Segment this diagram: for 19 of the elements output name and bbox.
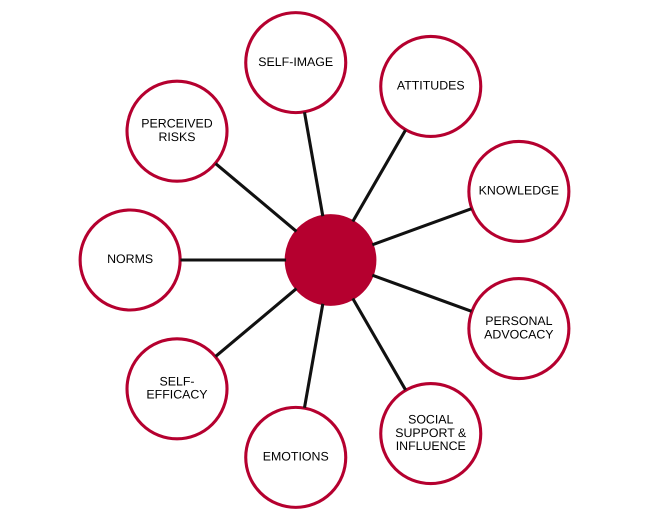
connector: [214, 287, 297, 358]
connector: [350, 129, 406, 222]
connector: [371, 207, 472, 246]
node-circle: NORMS: [78, 208, 182, 312]
node-circle: EMOTIONS: [244, 406, 347, 509]
connector: [302, 304, 324, 408]
node-circle: SOCIAL SUPPORT & INFLUENCE: [378, 382, 482, 486]
node-circle: PERSONAL ADVOCACY: [466, 277, 570, 380]
connector: [214, 162, 297, 233]
node-circle: KNOWLEDGE: [466, 140, 570, 243]
node-circle: ATTITUDES: [378, 34, 482, 138]
connector: [180, 258, 286, 262]
node-circle: SELF-IMAGE: [244, 11, 347, 114]
connector: [302, 112, 324, 216]
connector: [350, 298, 406, 391]
node-circle: PERCEIVED RISKS: [124, 80, 228, 183]
connector: [371, 274, 472, 313]
node-circle: [284, 214, 376, 306]
node-circle: SELF-EFFICACY: [124, 337, 228, 440]
